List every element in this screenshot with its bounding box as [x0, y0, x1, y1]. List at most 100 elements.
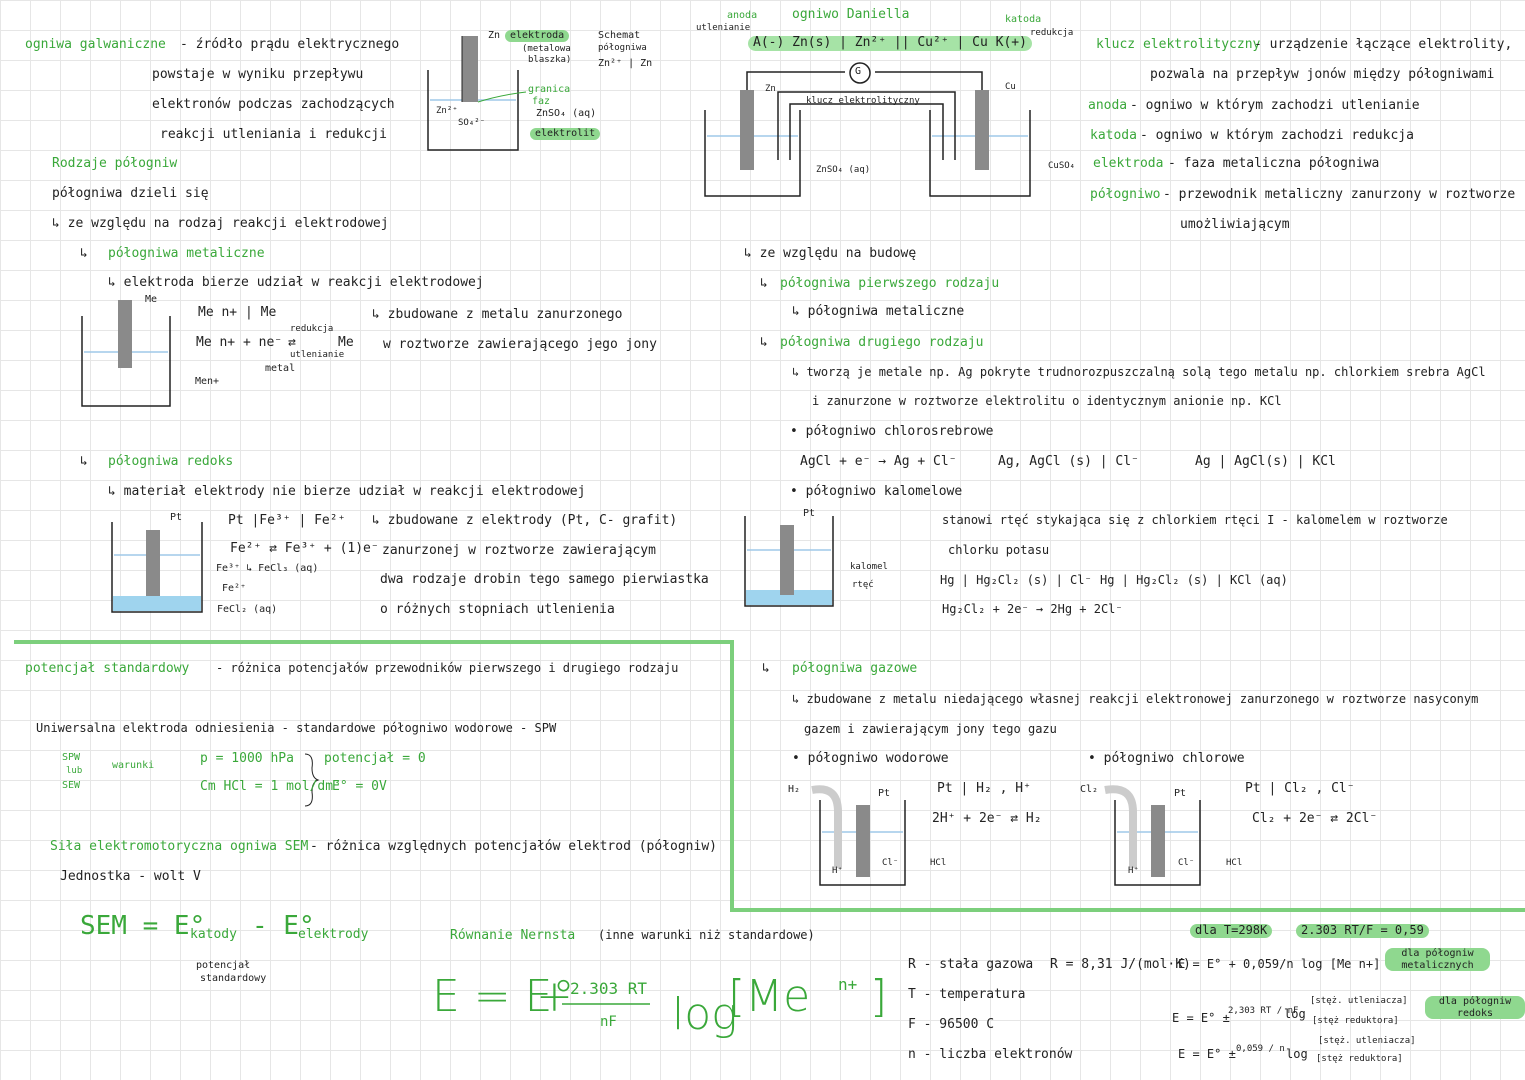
second-desc-1: ↳ tworzą je metale np. Ag pokryte trudno… — [792, 365, 1486, 379]
potential-title: potencjał standardowy — [25, 661, 190, 676]
h2-label: H₂ — [788, 784, 801, 795]
hplus-label: H⁺ — [832, 866, 843, 876]
c-pt-label: Pt — [1174, 788, 1187, 799]
metal-cells-label: dla półogniw metalicznych — [1385, 948, 1490, 971]
nernst-eq-3-d: [stęż. utleniacza] — [1318, 1036, 1416, 1046]
schemat-1: Schemat — [598, 30, 641, 41]
galvanic-def: - źródło prądu elektrycznego — [180, 37, 400, 52]
chlorine-cell-diagram — [1104, 785, 1201, 886]
equilibrium-arrow: ⇄ — [288, 335, 296, 350]
redox-note-1: ↳ zbudowane z elektrody (Pt, C- grafit) — [372, 513, 678, 528]
schemat-2: półogniwa — [598, 43, 647, 53]
metal-formula-1: Me n+ | Me — [198, 305, 277, 320]
redox-note-3: dwa rodzaje drobin tego samego pierwiast… — [380, 572, 709, 587]
hydrogen-cell-diagram — [811, 785, 906, 886]
metal-ion-label: Men+ — [195, 376, 220, 387]
galvanic-def-4: reakcji utleniania i redukcji — [160, 127, 387, 142]
nernst-log: log — [672, 989, 738, 1040]
granica-1: granica — [528, 84, 571, 95]
redox-label-1: Fe³⁺ ↳ FeCl₃ (aq) — [216, 563, 319, 574]
universal-electrode: Uniwersalna elektroda odniesienia - stan… — [36, 721, 557, 735]
redox-note-2: zanurzonej w roztworze zawierającym — [382, 543, 656, 558]
anoda-title: anoda — [1088, 98, 1128, 113]
gas-desc-2: gazem i zawierającym jony tego gazu — [804, 722, 1057, 736]
kalomel-label: kalomel — [850, 562, 888, 572]
daniell-klucz: klucz elektrolityczny — [806, 96, 920, 106]
lub-label: lub — [66, 766, 83, 776]
kalomel-pt: Pt — [803, 508, 816, 519]
elektrody-label: elektrody — [298, 927, 369, 942]
granica-2: faz — [532, 96, 551, 107]
nernst-close: ] — [870, 971, 888, 1022]
redox-desc: ↳ materiał elektrody nie bierze udział w… — [108, 484, 586, 499]
t298-label: dla T=298K — [1190, 923, 1273, 938]
polog-def-2: umożliwiającym — [1180, 217, 1290, 232]
utlenianie-label: utlenianie — [290, 350, 345, 360]
pot-std-2: standardowy — [200, 973, 267, 984]
cl2-label: Cl₂ — [1080, 784, 1099, 795]
r-value: R = 8,31 J/(mol·K) — [1050, 957, 1191, 972]
sew-label: SEW — [62, 780, 81, 791]
nernst-conditions: (inne warunki niż standardowe) — [598, 928, 815, 942]
schemat-3: Zn²⁺ | Zn — [598, 58, 653, 69]
chlorine-head: • półogniwo chlorowe — [1088, 751, 1245, 766]
rtec-label: rtęć — [852, 580, 874, 590]
daniell-znso4: ZnSO₄ (aq) — [816, 165, 871, 175]
anoda-def: - ogniwo w którym zachodzi utlenianie — [1130, 98, 1420, 113]
first-kind-sub: ↳ półogniwa metaliczne — [792, 304, 965, 319]
elektroda-def: - faza metaliczna półogniwa — [1168, 156, 1380, 171]
arrow: ↳ — [760, 335, 768, 350]
nernst-eq-3-a: E = E° ± — [1178, 1047, 1236, 1061]
daniell-utlenianie: utlenianie — [696, 23, 751, 33]
r-def: R - stała gazowa — [908, 957, 1034, 972]
divider-v — [730, 640, 734, 912]
calomel-cell-diagram — [744, 516, 834, 607]
sem-title: Siła elektromotoryczna ogniwa SEM — [50, 839, 309, 854]
elektroda-title: elektroda — [1093, 156, 1164, 171]
klucz-def-1: - urządzenie łączące elektrolity, — [1254, 37, 1513, 52]
redox-formula-2: Fe²⁺ ⇄ Fe³⁺ + (1)e⁻ — [230, 541, 379, 556]
hydrogen-formula-1: Pt | H₂ , H⁺ — [937, 781, 1031, 796]
agcl-formula-2: Ag, AgCl (s) | Cl⁻ — [998, 454, 1139, 469]
divider-h-right — [730, 908, 1525, 912]
nernst-eq-3-c: log — [1286, 1047, 1308, 1061]
nernst-eq-3-b: 0,059 / n — [1236, 1044, 1285, 1054]
redukcja-label: redukcja — [290, 324, 334, 334]
arrow: ↳ — [80, 246, 88, 261]
nernst-eq-2-a: E = E° ± — [1172, 1011, 1230, 1025]
elektrolit-label: elektrolit — [530, 128, 601, 140]
build-head: ↳ ze względu na budowę — [744, 246, 917, 261]
nernst-eq-2-c: log — [1284, 1007, 1306, 1021]
znso4-label: ZnSO₄ (aq) — [536, 108, 597, 119]
daniell-redukcja: redukcja — [1030, 28, 1074, 38]
zn-cell-diagram — [427, 36, 527, 151]
daniell-zn: Zn — [765, 84, 776, 94]
galvanometer-label: G — [855, 66, 862, 77]
concentration: Cm HCl = 1 mol/dm³ — [200, 779, 341, 794]
klucz-def-2: pozwala na przepływ jonów między półogni… — [1150, 67, 1495, 82]
elektroda-label: elektroda — [505, 30, 570, 42]
pot-std-1: potencjał — [196, 960, 251, 971]
sem-def: - różnica względnych potencjałów elektro… — [310, 839, 717, 854]
galvanic-title: ogniwa galwaniczne — [25, 37, 166, 52]
nernst-lhs: E = E° — [432, 971, 575, 1022]
chlorine-formula-1: Pt | Cl₂ , Cl⁻ — [1245, 781, 1355, 796]
warunki-label: warunki — [112, 760, 155, 771]
metal-me-label: Me — [145, 294, 158, 305]
katody-label: katody — [190, 927, 237, 942]
c-cl-label: Cl⁻ — [1178, 858, 1195, 868]
nernst-frac-bot: nF — [600, 1014, 617, 1030]
redox-label-3: FeCl₂ (aq) — [217, 604, 278, 615]
chlorine-formula-2: Cl₂ + 2e⁻ ⇄ 2Cl⁻ — [1252, 811, 1378, 826]
arrow: ↳ — [762, 661, 770, 676]
kalomel-head: • półogniwo kalomelowe — [790, 484, 963, 499]
redox-note-4: o różnych stopniach utlenienia — [380, 602, 615, 617]
n-def: n - liczba elektronów — [908, 1047, 1073, 1062]
redox-head: półogniwa redoks — [108, 454, 234, 469]
metal-plate-1: (metalowa — [522, 44, 571, 54]
zn2-label: Zn²⁺ — [436, 106, 458, 116]
nernst-nplus: n+ — [838, 975, 858, 994]
spw-label: SPW — [62, 752, 81, 763]
pressure: p = 1000 hPa — [200, 751, 294, 766]
